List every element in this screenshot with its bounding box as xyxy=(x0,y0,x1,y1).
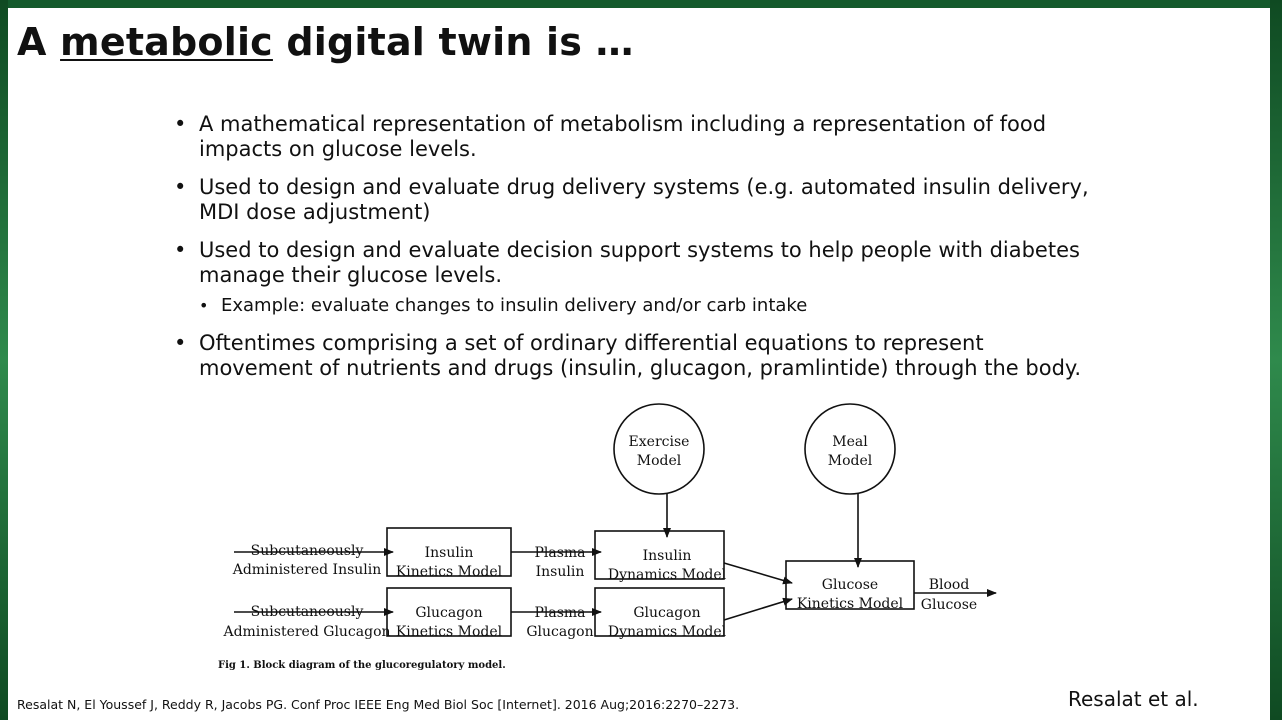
glucose-kinetics-box xyxy=(785,560,915,610)
arrow-glucagon-dynamics xyxy=(723,597,793,621)
title-suffix: digital twin is … xyxy=(272,20,634,64)
slide: A metabolic digital twin is … A mathemat… xyxy=(8,8,1270,720)
bullet-text: Oftentimes comprising a set of ordinary … xyxy=(199,331,984,355)
bullet-item: Used to design and evaluate drug deliver… xyxy=(174,175,1134,225)
insulin-input-label-2: Administered Insulin xyxy=(232,562,382,578)
plasma-insulin-label-1: Plasma xyxy=(534,545,585,561)
insulin-input-label-1: Subcutaneously xyxy=(251,543,364,559)
exercise-model-node xyxy=(613,403,705,495)
insulin-dynamics-label-1: Insulin xyxy=(643,548,692,564)
bullet-text: Used to design and evaluate decision sup… xyxy=(199,238,1080,262)
credit: Resalat et al. xyxy=(1068,687,1199,711)
glucose-kinetics-label-1: Glucose xyxy=(822,577,878,593)
title-emphasis: metabolic xyxy=(60,20,273,64)
slide-title: A metabolic digital twin is … xyxy=(17,20,634,64)
glucose-kinetics-label-2: Kinetics Model xyxy=(797,596,904,612)
figure-caption: Fig 1. Block diagram of the glucoregulat… xyxy=(218,660,506,671)
glucagon-input-label-1: Subcutaneously xyxy=(251,604,364,620)
exercise-label-1: Exercise xyxy=(629,434,690,450)
citation: Resalat N, El Youssef J, Reddy R, Jacobs… xyxy=(17,697,740,712)
insulin-kinetics-label-1: Insulin xyxy=(425,545,474,561)
bullet-text: MDI dose adjustment) xyxy=(199,200,431,224)
glucagon-kinetics-label-2: Kinetics Model xyxy=(396,624,503,640)
plasma-glucagon-label-2: Glucagon xyxy=(526,624,593,640)
bullet-list: A mathematical representation of metabol… xyxy=(174,112,1134,394)
meal-model-node xyxy=(804,403,896,495)
frame-right xyxy=(1270,0,1282,720)
frame-top xyxy=(0,0,1282,8)
meal-label-2: Model xyxy=(828,453,873,469)
title-prefix: A xyxy=(17,20,61,64)
blood-glucose-label-1: Blood xyxy=(929,577,970,593)
bullet-item: A mathematical representation of metabol… xyxy=(174,112,1134,162)
plasma-insulin-label-2: Insulin xyxy=(536,564,585,580)
meal-label-1: Meal xyxy=(832,434,868,450)
blood-glucose-label-2: Glucose xyxy=(921,597,977,613)
glucoregulatory-block-diagram: Exercise Model Meal Model Subcutaneously… xyxy=(218,403,997,671)
bullet-item: Used to design and evaluate decision sup… xyxy=(174,238,1134,318)
exercise-label-2: Model xyxy=(637,453,682,469)
arrow-insulin-dynamics xyxy=(723,562,793,585)
insulin-kinetics-label-2: Kinetics Model xyxy=(396,564,503,580)
bullet-text: Used to design and evaluate drug deliver… xyxy=(199,175,1089,199)
glucagon-dynamics-label-2: Dynamics Model xyxy=(608,624,727,640)
frame-left xyxy=(0,0,8,720)
plasma-glucagon-label-1: Plasma xyxy=(534,605,585,621)
bullet-text: A mathematical representation of metabol… xyxy=(199,112,1047,136)
bullet-text: impacts on glucose levels. xyxy=(199,137,477,161)
insulin-dynamics-label-2: Dynamics Model xyxy=(608,567,727,583)
glucagon-input-label-2: Administered Glucagon xyxy=(222,624,390,640)
bullet-item: Oftentimes comprising a set of ordinary … xyxy=(174,331,1134,381)
bullet-text: manage their glucose levels. xyxy=(199,263,502,287)
glucagon-dynamics-label-1: Glucagon xyxy=(633,605,700,621)
sub-bullet-item: Example: evaluate changes to insulin del… xyxy=(199,294,1134,318)
sub-bullet-list: Example: evaluate changes to insulin del… xyxy=(199,294,1134,318)
glucagon-kinetics-label-1: Glucagon xyxy=(415,605,482,621)
bullet-text: movement of nutrients and drugs (insulin… xyxy=(199,356,1082,380)
